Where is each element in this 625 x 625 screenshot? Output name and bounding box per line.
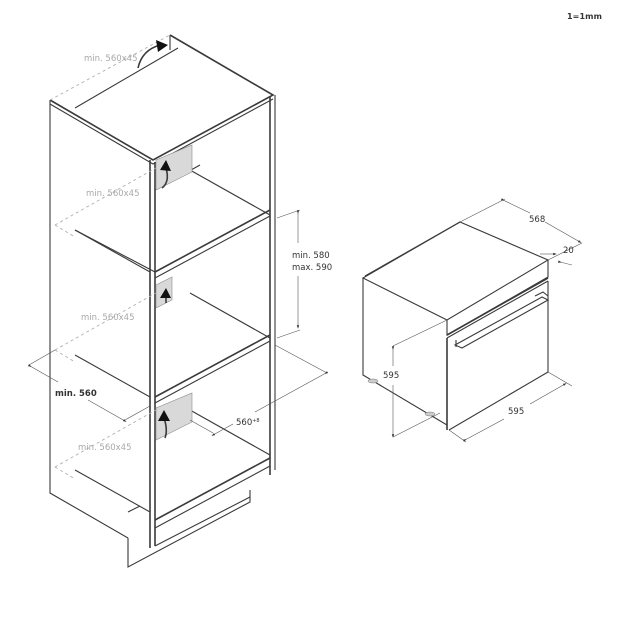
vent-opening bbox=[155, 144, 193, 191]
airflow-arrowhead-icon bbox=[160, 160, 171, 171]
niche-depth-label: 560+8 bbox=[236, 418, 260, 428]
niche-width-dimension: min. 560 bbox=[27, 349, 151, 422]
airflow-arrowhead-icon bbox=[160, 288, 171, 298]
oven-depth-dimension: 568 bbox=[459, 198, 583, 261]
vent-dashed-lines bbox=[49, 34, 171, 480]
niche-depth-dimension: 560+8 bbox=[189, 344, 329, 436]
airflow-arrowhead-icon bbox=[156, 40, 168, 52]
door-thickness-dimension: 20 bbox=[540, 246, 574, 266]
niche-height-max: max. 590 bbox=[292, 263, 332, 273]
oven-depth-label: 568 bbox=[529, 215, 545, 225]
vent-openings bbox=[155, 144, 193, 441]
vent-label-upper: min. 560x45 bbox=[86, 189, 140, 199]
oven-height-label: 595 bbox=[383, 371, 399, 381]
oven-width-dimension: 595 bbox=[448, 371, 573, 443]
door-thickness-label: 20 bbox=[563, 246, 574, 256]
vent-label-lower: min. 560x45 bbox=[78, 443, 132, 453]
scale-note: 1=1mm bbox=[567, 12, 603, 21]
oven-height-dimension: 595 bbox=[383, 319, 448, 438]
niche-width-label: min. 560 bbox=[55, 389, 97, 399]
tall-cabinet bbox=[49, 34, 276, 568]
oven-width-label: 595 bbox=[508, 407, 524, 417]
niche-height-min: min. 580 bbox=[292, 251, 330, 261]
airflow-arrows bbox=[137, 40, 171, 439]
oven bbox=[361, 221, 550, 431]
airflow-arrowhead-icon bbox=[158, 410, 170, 421]
niche-height-dimension: min. 580 max. 590 bbox=[276, 209, 332, 339]
vent-label-middle: min. 560x45 bbox=[81, 313, 135, 323]
vent-label-top: min. 560x45 bbox=[84, 54, 138, 64]
vent-opening bbox=[155, 392, 193, 441]
